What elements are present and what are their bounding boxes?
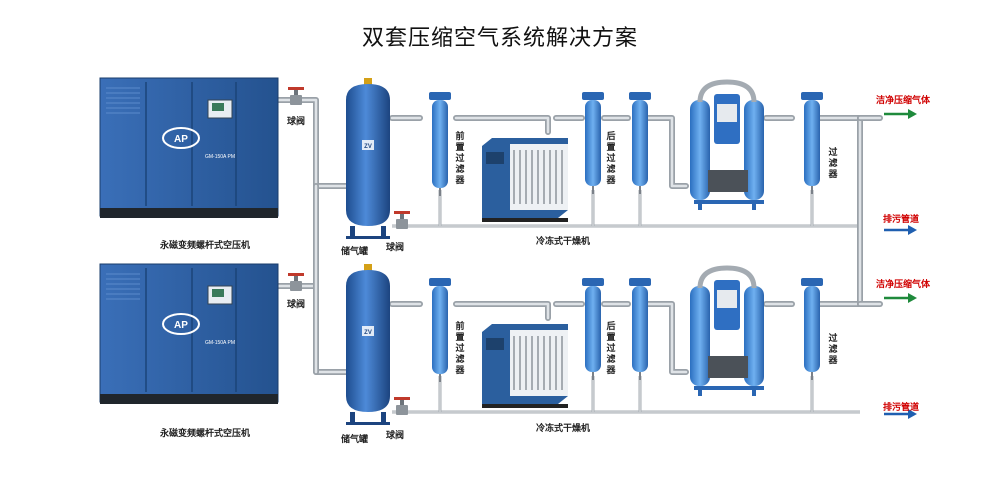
ball-valve bbox=[288, 273, 304, 291]
drain-ball-valve bbox=[394, 211, 410, 229]
adsorption-dryer bbox=[690, 265, 764, 396]
output-manifold bbox=[313, 109, 917, 419]
dryer-label-1: 冷冻式干燥机 bbox=[536, 237, 591, 247]
filter-label-1: 过滤器 bbox=[828, 148, 838, 180]
pre-filter bbox=[429, 278, 451, 382]
model-plate: GM-150A PM bbox=[205, 340, 235, 346]
drain-ball-valve bbox=[394, 397, 410, 415]
tank-badge bbox=[362, 140, 374, 150]
svg-text:ZV: ZV bbox=[364, 144, 372, 150]
compressor-unit: AP GM-150A PM bbox=[99, 263, 279, 404]
drain-arrow bbox=[884, 409, 917, 419]
clean-air-label-1: 洁净压缩气体 bbox=[876, 96, 931, 106]
post-filter-label-2: 后置过滤器 bbox=[606, 322, 616, 376]
pre-filter bbox=[429, 92, 451, 196]
drain-arrow bbox=[884, 225, 917, 235]
refrigerated-dryer bbox=[482, 324, 568, 408]
compressed-air-line-2: AP GM-150A PM ZV bbox=[99, 263, 863, 425]
svg-text:ZV: ZV bbox=[364, 330, 372, 336]
ball-valve-label-1b: 球阀 bbox=[386, 243, 405, 253]
air-tank: ZV bbox=[346, 78, 390, 239]
ball-valve-label-1a: 球阀 bbox=[287, 117, 306, 127]
brand-logo: AP bbox=[162, 127, 200, 149]
compressed-air-line-1: AP GM-150A PM ZV bbox=[99, 77, 863, 239]
compressor-outlet-pipe bbox=[275, 97, 349, 189]
page-title: 双套压缩空气系统解决方案 bbox=[361, 26, 638, 51]
final-filter bbox=[801, 278, 823, 380]
model-plate: GM-150A PM bbox=[205, 154, 235, 160]
pre-filter-label-2: 前置过滤器 bbox=[455, 322, 465, 376]
compressor-label-2: 永磁变频螺杆式空压机 bbox=[160, 429, 251, 439]
svg-text:AP: AP bbox=[174, 320, 188, 331]
post-filter-outlet-pipe bbox=[645, 301, 689, 375]
clean-air-label-2: 洁净压缩气体 bbox=[876, 280, 931, 290]
clean-air-arrow bbox=[884, 293, 917, 303]
clean-air-arrow bbox=[884, 109, 917, 119]
compressor-label-1: 永磁变频螺杆式空压机 bbox=[160, 241, 251, 251]
filter-label-2: 过滤器 bbox=[828, 334, 838, 366]
pre-filter-outlet-pipe bbox=[453, 301, 551, 321]
post-filter-b bbox=[629, 92, 651, 194]
ball-valve-label-2a: 球阀 bbox=[287, 300, 306, 310]
drain-label-1: 排污管道 bbox=[883, 215, 920, 225]
compressor-unit: AP GM-150A PM bbox=[99, 77, 279, 218]
pre-filter-label-1: 前置过滤器 bbox=[455, 132, 465, 186]
svg-text:AP: AP bbox=[174, 134, 188, 145]
brand-logo: AP bbox=[162, 313, 200, 335]
dryer-label-2: 冷冻式干燥机 bbox=[536, 424, 591, 434]
air-tank-label-1: 储气罐 bbox=[341, 247, 369, 257]
post-filter-outlet-pipe bbox=[645, 115, 689, 189]
tank-badge bbox=[362, 326, 374, 336]
refrigerated-dryer bbox=[482, 138, 568, 222]
adsorption-dryer bbox=[690, 79, 764, 210]
post-filter-label-1: 后置过滤器 bbox=[606, 132, 616, 186]
post-filter-a bbox=[582, 278, 604, 380]
air-tank: ZV bbox=[346, 264, 390, 425]
post-filter-b bbox=[629, 278, 651, 380]
final-filter bbox=[801, 92, 823, 194]
drain-label-2: 排污管道 bbox=[883, 403, 920, 413]
pre-filter-outlet-pipe bbox=[453, 115, 551, 135]
air-tank-label-2: 储气罐 bbox=[341, 435, 369, 445]
ball-valve bbox=[288, 87, 304, 105]
ball-valve-label-2b: 球阀 bbox=[386, 431, 405, 441]
post-filter-a bbox=[582, 92, 604, 194]
